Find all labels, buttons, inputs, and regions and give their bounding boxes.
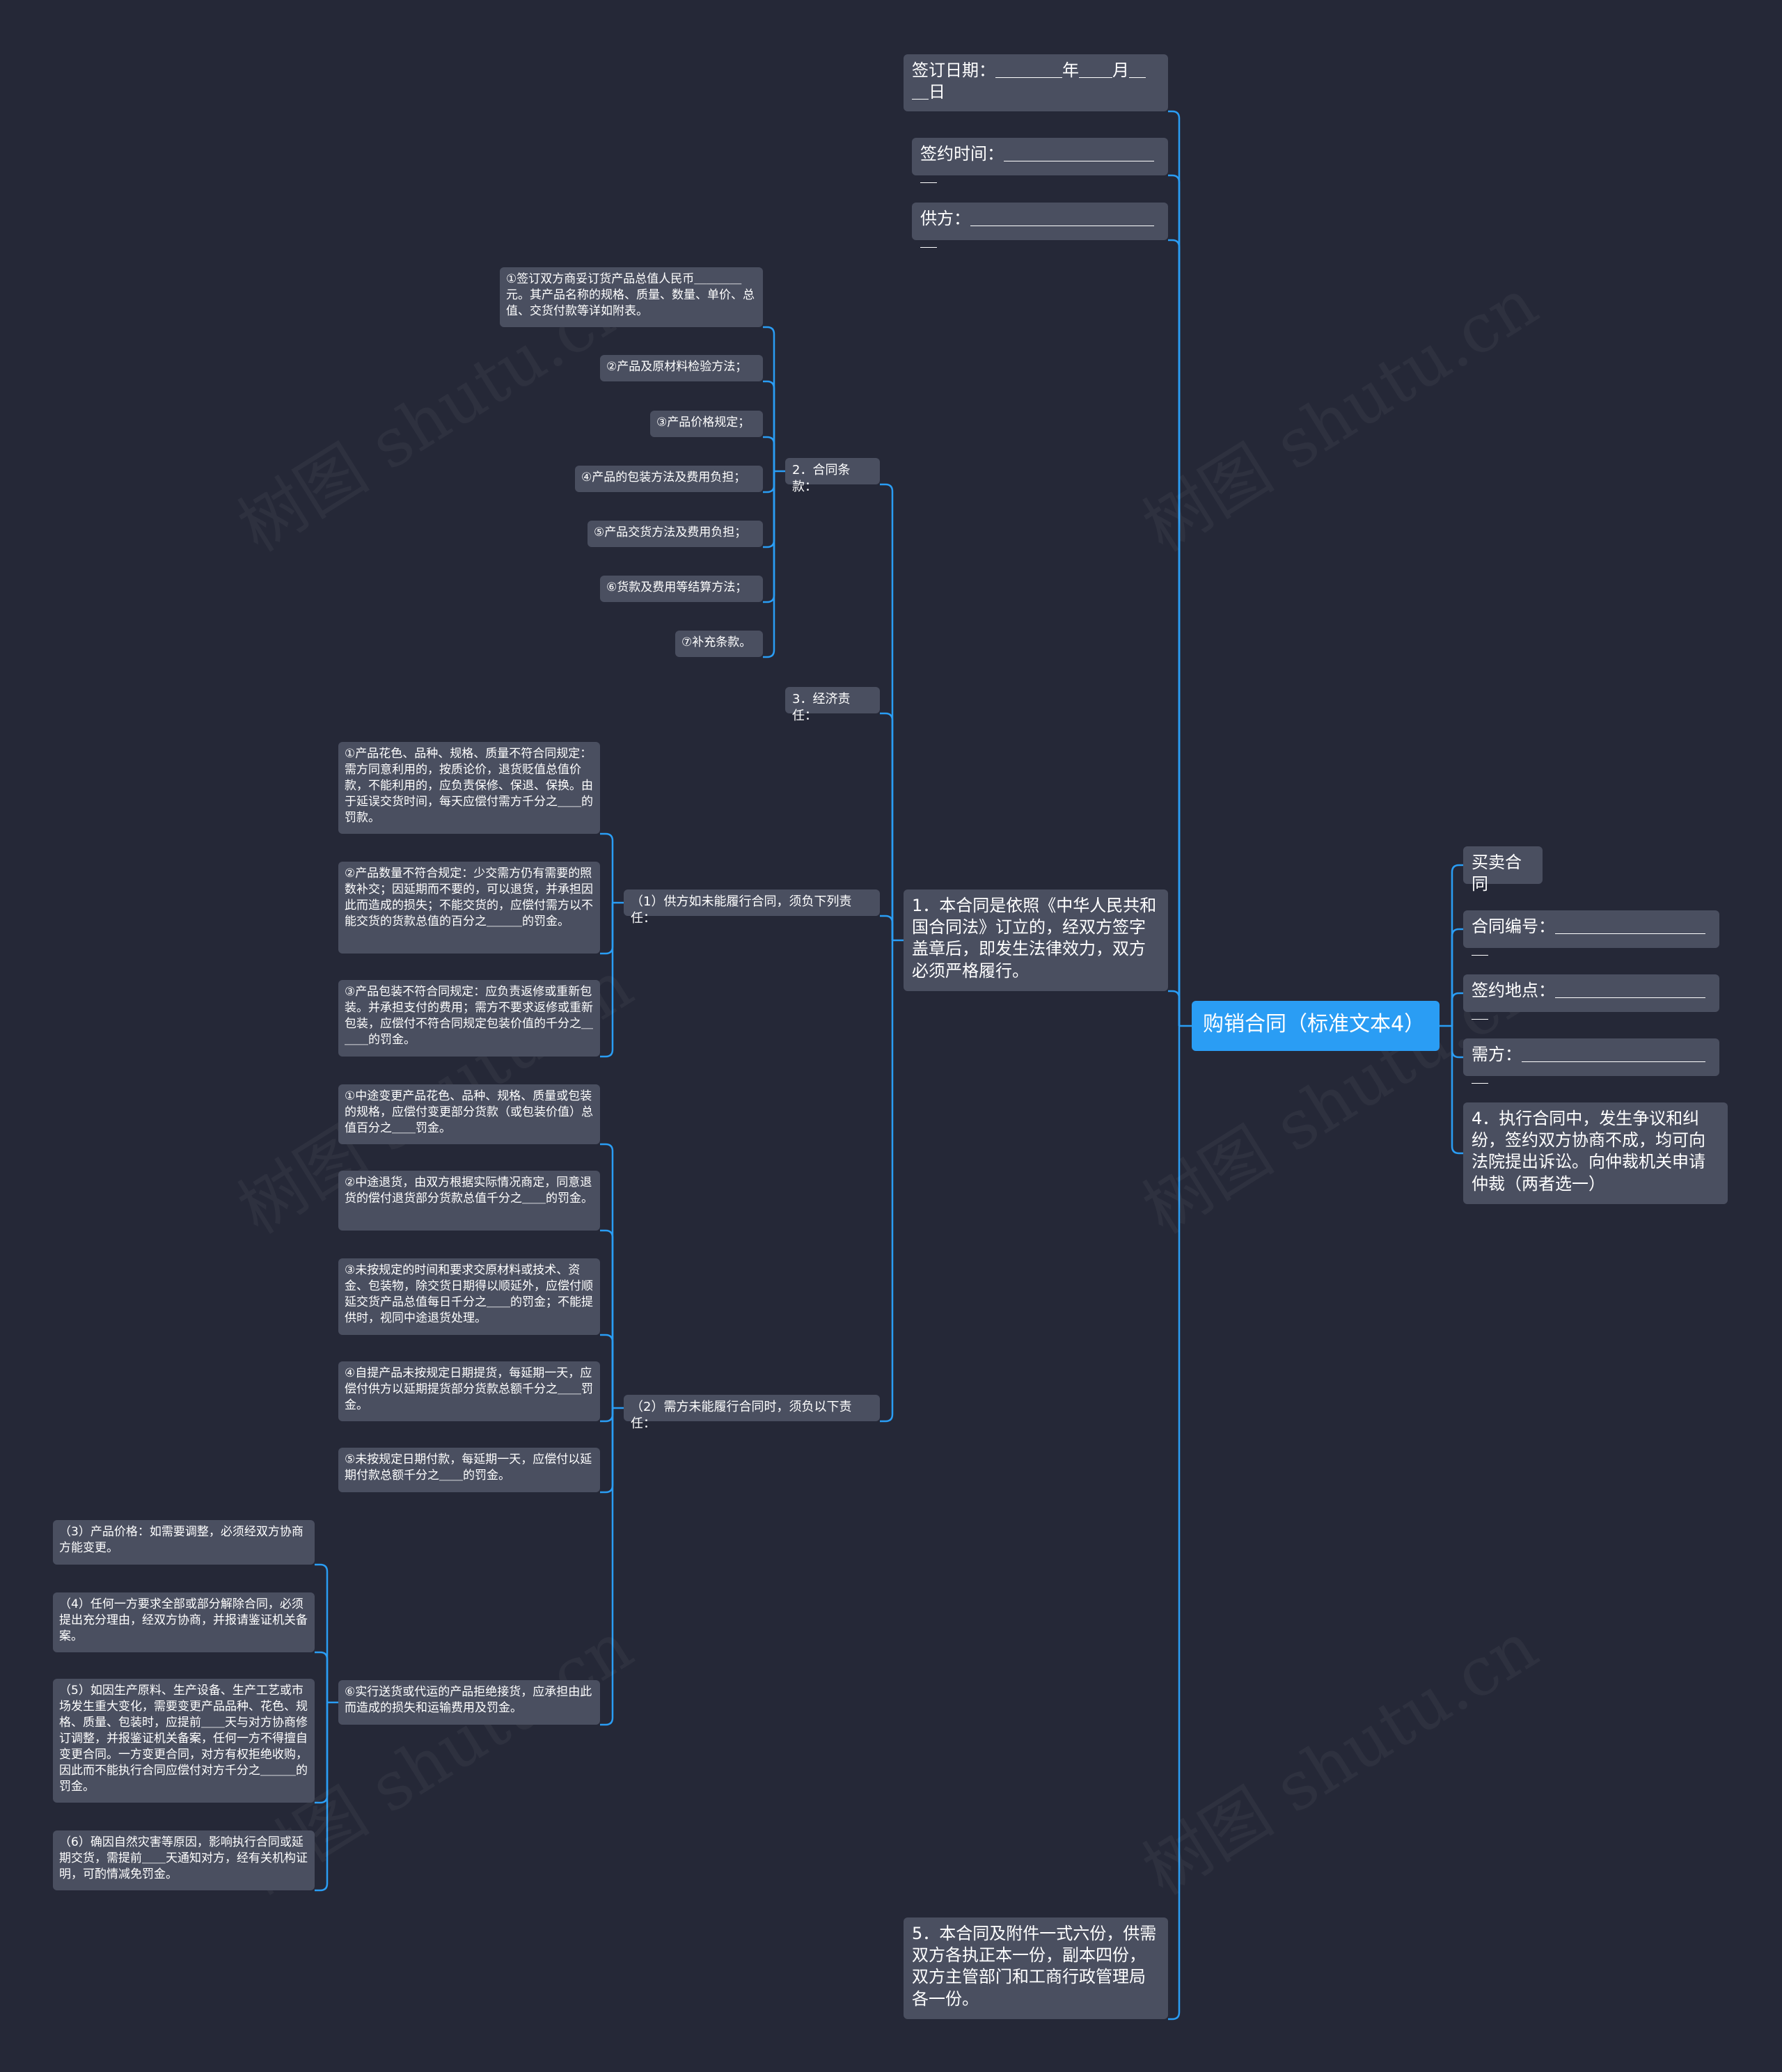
clause-price-adjust[interactable]: （3）产品价格：如需要调整，必须经双方协商方能变更。 <box>53 1520 315 1565</box>
connector-branch <box>763 380 775 471</box>
connector-branch <box>1168 110 1181 1026</box>
topic-supplier[interactable]: 供方：＿＿＿＿＿＿＿＿＿＿＿＿ <box>912 203 1168 250</box>
topic-buyer[interactable]: 需方：＿＿＿＿＿＿＿＿＿＿＿＿ <box>1463 1038 1719 1086</box>
connector-branch <box>880 712 894 940</box>
term-price[interactable]: ③产品价格规定； <box>650 411 763 437</box>
connector-branch <box>763 471 775 493</box>
connector-branch <box>880 915 894 940</box>
connector-branch <box>1451 1026 1463 1059</box>
connector-branch <box>763 326 775 471</box>
clause-change[interactable]: （5）如因生产原料、生产设备、生产工艺或市场发生重大变化，需要变更产品品种、花色… <box>53 1679 315 1803</box>
topic-signing-date[interactable]: 签订日期：＿＿＿＿年＿＿月＿＿日 <box>904 54 1168 111</box>
connector-branch <box>1168 174 1181 1026</box>
clause-termination[interactable]: （4）任何一方要求全部或部分解除合同，必须提出充分理由，经双方协商，并报请鉴证机… <box>53 1592 315 1652</box>
topic-signing-place[interactable]: 签约地点：＿＿＿＿＿＿＿＿＿＿ <box>1463 974 1719 1022</box>
connector-branch <box>763 471 775 658</box>
liability-materials[interactable]: ③未按规定的时间和要求交原材料或技术、资金、包装物，除交货日期得以顺延外，应偿付… <box>338 1258 600 1335</box>
term-settlement[interactable]: ⑥货款及费用等结算方法； <box>600 576 763 602</box>
connector-branch <box>600 1408 614 1726</box>
topic-signing-time[interactable]: 签约时间：＿＿＿＿＿＿＿＿＿＿ <box>912 138 1168 185</box>
term-total-value[interactable]: ①签订双方商妥订货产品总值人民币＿＿＿＿元。其产品名称的规格、质量、数量、单价、… <box>500 267 763 327</box>
connector-branch <box>600 1408 614 1423</box>
topic-contract-number[interactable]: 合同编号：＿＿＿＿＿＿＿＿＿＿ <box>1463 910 1719 958</box>
liability-quantity[interactable]: ②产品数量不符合规定：少交需方仍有需要的照数补交；因延期而不要的，可以退货，并承… <box>338 862 600 954</box>
liability-change-spec[interactable]: ①中途变更产品花色、品种、规格、质量或包装的规格，应偿付变更部分货款（或包装价值… <box>338 1084 600 1144</box>
liability-payment[interactable]: ⑤未按规定日期付款，每延期一天，应偿付以延期付款总额千分之＿＿的罚金。 <box>338 1448 600 1492</box>
liability-pickup[interactable]: ④自提产品未按规定日期提货，每延期一天，应偿付供方以延期提货部分货款总额千分之＿… <box>338 1361 600 1421</box>
connector-branch <box>1451 928 1463 1026</box>
liability-quality[interactable]: ①产品花色、品种、规格、质量不符合同规定：需方同意利用的，按质论价，退货贬值总值… <box>338 742 600 834</box>
connector-branch <box>600 1229 614 1408</box>
connector-branch <box>315 1563 329 1702</box>
term-inspection[interactable]: ②产品及原材料检验方法； <box>600 355 763 381</box>
term-delivery[interactable]: ⑤产品交货方法及费用负担； <box>588 521 763 547</box>
connector-branch <box>763 436 775 471</box>
connector-branch <box>1168 239 1181 1026</box>
connector-branch <box>1168 1026 1181 2020</box>
connector-branch <box>600 1334 614 1408</box>
clause-force-majeure[interactable]: （6）确因自然灾害等原因，影响执行合同或延期交货，需提前＿＿天通知对方，经有关机… <box>53 1830 315 1890</box>
liability-return[interactable]: ②中途退货，由双方根据实际情况商定，同意退货的偿付退货部分货款总值千分之＿＿的罚… <box>338 1171 600 1231</box>
connector-branch <box>880 940 894 1423</box>
connector-branch <box>880 483 894 940</box>
connector-branch <box>600 1143 614 1408</box>
liability-packaging[interactable]: ③产品包装不符合同规定：应负责返修或重新包装。并承担支付的费用；需方不要求返修或… <box>338 980 600 1057</box>
connector-branch <box>315 1702 329 1892</box>
term-supplementary[interactable]: ⑦补充条款。 <box>675 631 763 657</box>
topic-buyer-liability[interactable]: （2）需方未能履行合同时，须负以下责任： <box>624 1395 880 1431</box>
connector-branch <box>315 1702 329 1804</box>
connector-branch <box>1451 1026 1463 1155</box>
topic-copies[interactable]: 5．本合同及附件一式六份，供需双方各执正本一份，副本四份，双方主管部门和工商行政… <box>904 1917 1168 2019</box>
liability-refuse-delivery[interactable]: ⑥实行送货或代运的产品拒绝接货，应承担由此而造成的损失和运输费用及罚金。 <box>338 1680 600 1725</box>
term-packaging[interactable]: ④产品的包装方法及费用负担； <box>575 466 763 492</box>
connector-branch <box>1451 864 1463 1026</box>
topic-dispute-resolution[interactable]: 4．执行合同中，发生争议和纠纷，签约双方协商不成，均可向法院提出诉讼。向仲裁机关… <box>1463 1102 1728 1204</box>
root-topic[interactable]: 购销合同（标准文本4） <box>1192 1001 1440 1051</box>
connector-branch <box>600 903 614 1058</box>
topic-supplier-liability[interactable]: （1）供方如未能履行合同，须负下列责任： <box>624 889 880 926</box>
topic-contract-basis[interactable]: 1．本合同是依照《中华人民共和国合同法》订立的，经双方签字盖章后，即发生法律效力… <box>904 889 1168 991</box>
topic-economic-liability[interactable]: 3．经济责任： <box>785 687 880 723</box>
connector-branch <box>315 1651 329 1702</box>
connector-branch <box>600 832 614 903</box>
connector-branch <box>1168 990 1181 1026</box>
connector-branch <box>1451 992 1463 1026</box>
topic-sales-contract[interactable]: 买卖合同 <box>1463 846 1543 894</box>
connector-branch <box>600 903 614 955</box>
connector-branch <box>763 471 775 548</box>
topic-contract-terms[interactable]: 2．合同条款： <box>785 458 880 494</box>
